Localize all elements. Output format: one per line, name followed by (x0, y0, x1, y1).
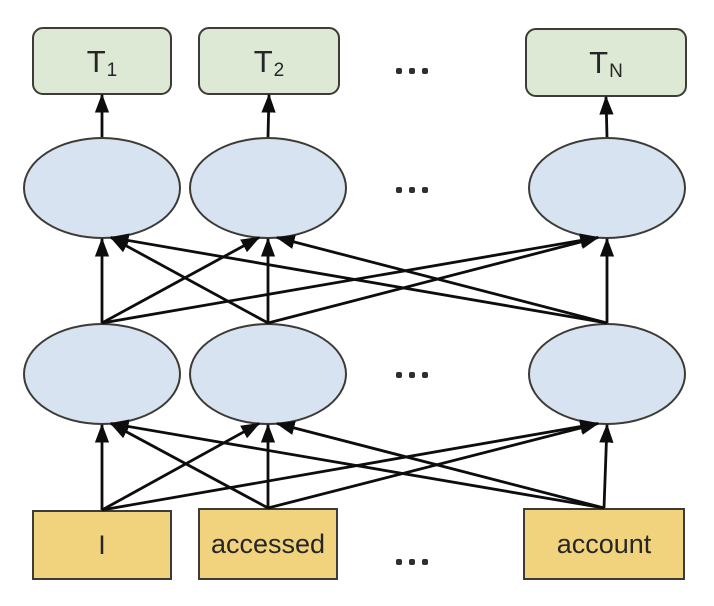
connection-arrow (109, 236, 269, 325)
ellipsis-dot (409, 68, 415, 74)
connection-arrow (101, 236, 261, 325)
connection-arrow (267, 420, 600, 510)
output-token-subscript: N (609, 61, 623, 82)
output-token-label: T (86, 43, 106, 79)
output-token-label: T (253, 43, 273, 79)
ellipsis-dot (396, 68, 402, 74)
ellipsis-dot (422, 372, 428, 378)
hidden-unit-bottom-ellipse (189, 323, 347, 425)
ellipsis-dot (409, 187, 415, 193)
input-token-label: account (556, 528, 652, 559)
connection-arrow (109, 233, 608, 325)
ellipsis-dots (396, 68, 428, 74)
ellipsis-dot (422, 559, 428, 565)
hidden-unit-bottom-ellipse (23, 323, 181, 425)
connection-arrow (599, 95, 614, 138)
ellipsis-dot (409, 372, 415, 378)
ellipsis-dots (396, 559, 428, 565)
ellipsis-dot (422, 68, 428, 74)
ellipsis-dot (396, 559, 402, 565)
ellipsis-dot (409, 559, 415, 565)
ellipsis-dot (396, 187, 402, 193)
output-token-subscript: 2 (273, 59, 285, 81)
connection-arrow (109, 422, 269, 510)
input-token-box: I (32, 510, 172, 580)
hidden-unit-top-ellipse (189, 137, 347, 239)
input-token-label: I (98, 529, 106, 560)
connection-arrow (261, 93, 276, 138)
hidden-unit-bottom-ellipse (528, 323, 686, 425)
output-token-label: T (589, 45, 609, 80)
connection-arrow (101, 422, 261, 512)
hidden-unit-top-ellipse (23, 137, 181, 239)
input-token-box: account (523, 508, 685, 580)
connection-arrow (101, 419, 600, 512)
connection-arrow (109, 419, 605, 510)
output-token-subscript: 1 (106, 59, 118, 81)
input-token-box: accessed (198, 508, 338, 580)
connection-arrow (101, 233, 600, 325)
connection-arrow (599, 423, 614, 509)
ellipsis-dots (396, 372, 428, 378)
ellipsis-dots (396, 187, 428, 193)
ellipsis-dot (396, 372, 402, 378)
connection-arrow (267, 235, 600, 325)
ellipsis-dot (422, 187, 428, 193)
input-token-label: accessed (210, 528, 326, 559)
connection-arrow (275, 420, 605, 510)
connection-arrow (275, 235, 608, 325)
hidden-unit-top-ellipse (528, 137, 686, 239)
